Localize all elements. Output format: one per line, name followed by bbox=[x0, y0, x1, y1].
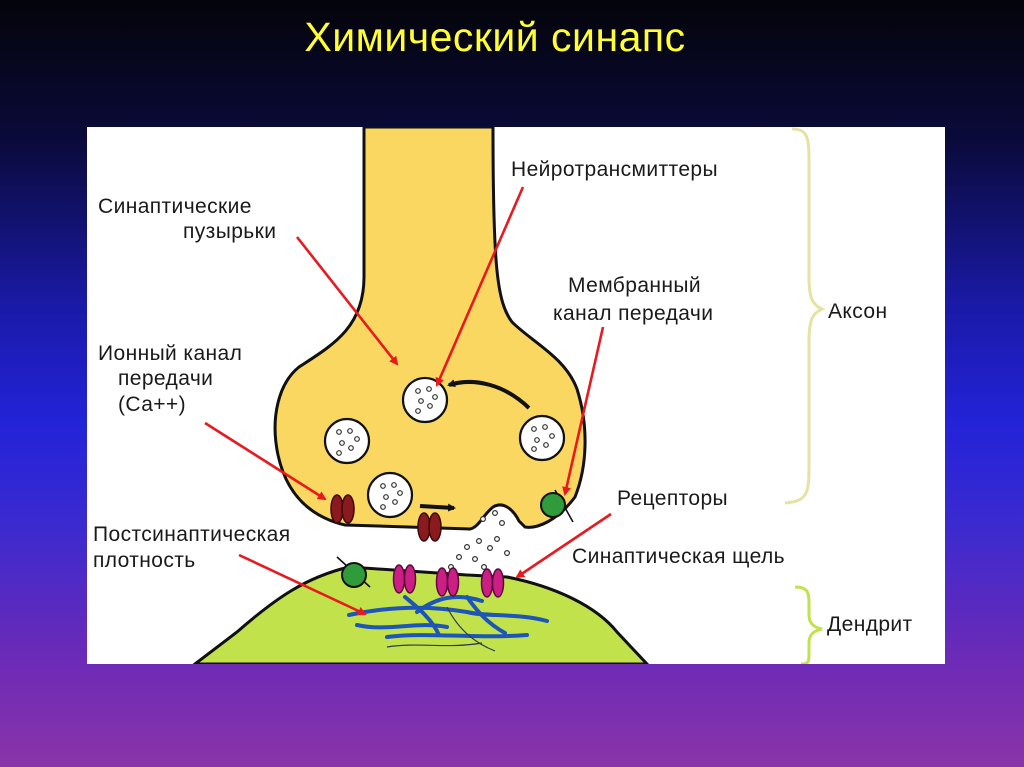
label-dendrite: Дендрит bbox=[827, 613, 913, 636]
label-axon: Аксон bbox=[828, 300, 887, 323]
recycling-arrow bbox=[447, 379, 531, 410]
label-ion-channel-line2: передачи bbox=[118, 367, 213, 390]
slide-title: Химический синапс bbox=[0, 14, 1024, 61]
label-neurotransmitters: Нейротрансмиттеры bbox=[511, 158, 718, 181]
membrane-channel-axon bbox=[540, 489, 574, 523]
vesicle bbox=[323, 417, 371, 465]
dendrite-brace bbox=[794, 585, 823, 664]
label-ion-channel-line3: (Са++) bbox=[118, 393, 186, 416]
vesicle bbox=[401, 376, 449, 424]
synaptic-vesicles bbox=[323, 376, 566, 519]
label-cleft: Синаптическая щель bbox=[572, 545, 785, 568]
vesicle bbox=[518, 414, 566, 462]
label-membrane-channel-line2: канал передачи bbox=[553, 302, 713, 325]
synapse-diagram: Нейротрансмиттеры Синаптические пузырьки… bbox=[93, 127, 913, 664]
label-membrane-channel-line1: Мембранный bbox=[568, 274, 701, 297]
released-neurotransmitters bbox=[448, 510, 511, 571]
label-vesicles-line1: Синаптические bbox=[98, 195, 252, 218]
membrane-channel-dendrite bbox=[336, 556, 371, 588]
receptors bbox=[392, 564, 505, 598]
slide-title-text: Химический синапс bbox=[304, 14, 686, 60]
vesicle bbox=[366, 471, 414, 519]
dendrite-shape bbox=[192, 565, 650, 664]
label-vesicles-line2: пузырьки bbox=[183, 220, 276, 243]
label-postsynaptic-line1: Постсинаптическая bbox=[93, 523, 291, 546]
label-postsynaptic-line2: плотность bbox=[93, 549, 196, 572]
synapse-diagram-panel: Нейротрансмиттеры Синаптические пузырьки… bbox=[87, 127, 945, 664]
exocytosis-arrow bbox=[419, 503, 456, 512]
pointer-arrows bbox=[204, 186, 612, 616]
label-receptors: Рецепторы bbox=[617, 487, 728, 510]
axon-terminal-shape bbox=[273, 127, 587, 531]
ion-channels bbox=[330, 494, 442, 542]
cytoskeleton-fibers bbox=[347, 594, 549, 639]
axon-brace bbox=[784, 127, 826, 505]
label-ion-channel-line1: Ионный канал bbox=[98, 342, 242, 365]
